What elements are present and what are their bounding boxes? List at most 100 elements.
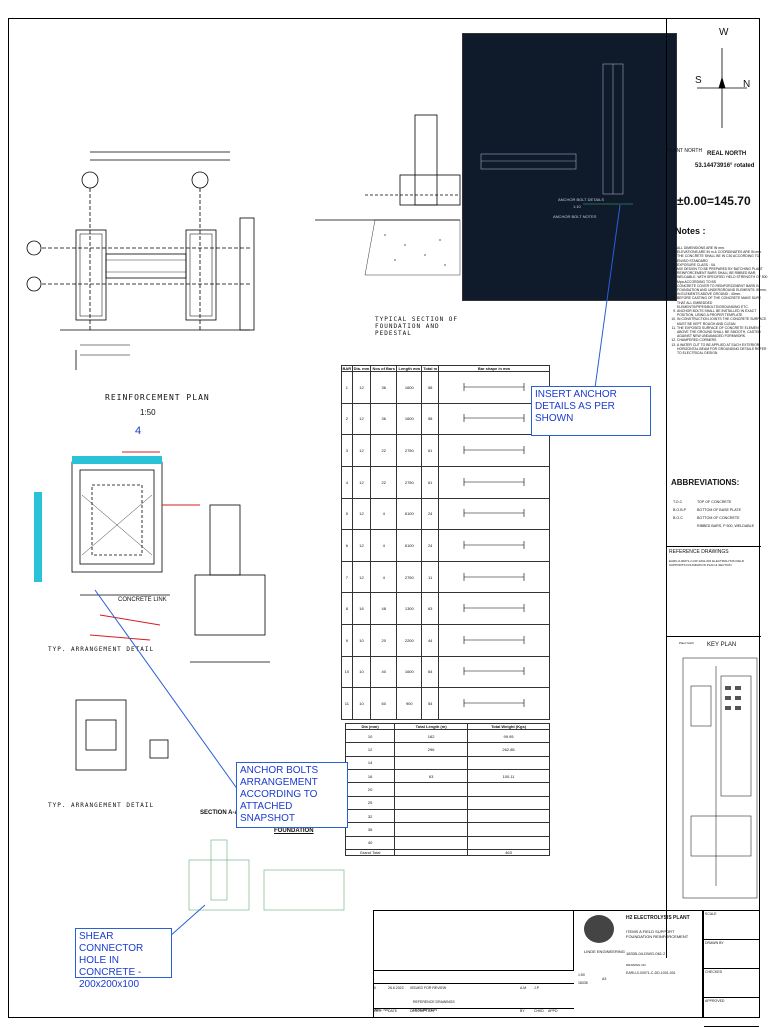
note-item: A WATER CUT TO BE APPLIED AT EACH EXTERI…	[677, 343, 768, 356]
note-item: EXPOSURE CLASS : XA	[677, 263, 768, 267]
abbreviation-value: BOTTOM OF CONCRETE	[697, 516, 740, 520]
bbs-cell: 12	[351, 497, 372, 531]
section-aa-snapshot: SECTION A-A FOUNDATION	[164, 810, 354, 930]
note-item: ELEVATIONS ARE IN m & COORDINATES ARE IN…	[677, 250, 768, 254]
real-north-label: REAL NORTH	[707, 151, 747, 157]
revision-cell: ISSUED FOR REVIEW	[410, 986, 447, 990]
abbreviation-key: B.O.B.P	[673, 508, 686, 512]
abbreviation-key: T.O.C	[673, 500, 683, 504]
typical-section-drawing	[315, 114, 461, 276]
ref-header-dwg: DWG. No.	[373, 1008, 389, 1012]
snapshot-subtitle: 1:10	[573, 204, 581, 209]
notes-panel: W S N PLANT NORTH REAL NORTH 53.14473916…	[666, 18, 767, 958]
note-item: CONCRETE COVER TO REINFORCEMENT BARS IN …	[677, 284, 768, 297]
bbs-cell: 10	[351, 687, 372, 720]
revision-cell	[548, 986, 574, 990]
reinforcement-plan-title: REINFORCEMENT PLAN	[105, 393, 210, 402]
drawing-no-label: DRAWING NO.	[626, 963, 647, 967]
concrete-link-label: CONCRETE LINK	[118, 597, 167, 603]
north-arrow-icon	[697, 48, 747, 128]
revision-cell: REV	[374, 1009, 382, 1013]
compass-w: W	[719, 27, 729, 38]
abbreviation-row: B.O.C BOTTOM OF CONCRETE	[673, 514, 759, 522]
notes-list: ALL DIMENSIONS ARE IN mm.ELEVATIONS ARE …	[667, 246, 768, 355]
revision-cell: 26.6.2023	[388, 986, 404, 990]
revision-cell: CHKD	[534, 1009, 544, 1013]
revision-cell: 0	[374, 986, 376, 990]
small-detail-drawing	[75, 699, 169, 771]
rotation-label: 53.14473916° rotated	[695, 163, 755, 169]
reference-row: DWG. No. DESCRIPTION	[373, 1008, 503, 1018]
drawing-title: ITEMS A FIELD SUPPORT FOUNDATION REINFOR…	[626, 929, 689, 939]
abbreviations-list: T.O.C TOP OF CONCRETE B.O.B.P BOTTOM OF BAS…	[673, 498, 759, 530]
title-block: LINDE ENGINEERING H2 ELECTROLYSIS PLANT …	[373, 910, 703, 1018]
snapshot-notes-heading: ANCHOR BOLT NOTES	[553, 214, 597, 219]
project-name: H2 ELECTROLYSIS PLANT	[626, 915, 690, 921]
summary-row: 40	[344, 835, 550, 851]
revision-cell: DESCRIPTION	[410, 1009, 434, 1013]
key-plan-heading: KEY PLAN	[707, 642, 737, 648]
bar-shape-cell	[438, 687, 550, 720]
abbreviation-value: TOP OF CONCRETE	[697, 500, 732, 504]
bbs-header: Bar shape in mm	[438, 365, 550, 372]
client-doc-number: EARU-0-00071-C-DD-1001-001	[626, 971, 676, 975]
section-aa-label: SECTION A-A	[200, 810, 239, 816]
bbs-cell: 1600	[396, 402, 423, 436]
compass-s: S	[695, 75, 702, 86]
company-name: LINDE ENGINEERING	[584, 949, 625, 954]
bbs-cell: 12	[351, 560, 372, 594]
reference-drawing-entry: EARU-0-00071-C-DP-1001-001 ELECTROLYSIS …	[669, 559, 744, 567]
bar-shape-cell	[438, 497, 550, 531]
bbs-cell: 22	[370, 465, 398, 499]
note-item: BEFORE CASTING OF THE CONCRETE MAKE SURE…	[677, 296, 768, 309]
revision-cell: BY	[520, 1009, 525, 1013]
bar-shape-cell	[438, 465, 550, 499]
bar-bending-schedule: BAR Dia. mm Nos of Bars Length mm Total …	[341, 365, 550, 720]
revision-cell: J.P	[534, 986, 540, 990]
abbreviations-heading: ABBREVIATIONS:	[671, 478, 740, 487]
typ-arrangement-detail-2: TYP. ARRANGEMENT DETAIL	[48, 802, 155, 809]
drawing-number: 18335-04-DWG-061.2	[626, 951, 666, 956]
ref-row-desc: REFERENCE DRAWINGS	[413, 1000, 455, 1004]
summary-cell: 40	[344, 835, 396, 851]
detail-number: 4	[135, 425, 142, 437]
summary-cell	[467, 835, 550, 851]
note-item: ALL DIMENSIONS ARE IN mm.	[677, 246, 768, 250]
abbreviation-value: RIBBED BARS, P 500, WELDABLE	[697, 524, 755, 528]
bar-shape-cell	[438, 434, 550, 467]
note-item: IN CONSTRUCTION JOINTS THE CONCRETE SURF…	[677, 317, 768, 325]
bbs-cell: 2750	[396, 434, 423, 467]
level-label: ±0.00=145.70	[677, 194, 751, 208]
note-item: THE CONCRETE SHALL BE IN C30 ACCORDING T…	[677, 254, 768, 262]
note-item: MIX DESIGN TO BE PREPARED BY BATCHING PL…	[677, 267, 768, 271]
abbreviation-key: B.O.C	[673, 516, 683, 520]
summary-row: 25	[344, 795, 550, 810]
bbs-cell: 20	[370, 624, 398, 657]
title-block-field-label: APPROVED	[704, 998, 759, 1027]
bbs-cell: 900	[396, 687, 423, 720]
anchor-bolt-snapshot: ANCHOR BOLT DETAILS 1:10 ANCHOR BOLT NOT…	[462, 33, 677, 301]
note-item: ANCHOR BOLTS SHALL BE INSTALLED IN EXACT…	[677, 309, 768, 317]
scale-value: 1:50	[578, 973, 585, 977]
bbs-cell: 12	[351, 465, 372, 499]
abbreviation-row: B.O.B.P BOTTOM OF BASE PLATE	[673, 506, 759, 514]
title-block-field-label: DRAWN BY	[704, 940, 759, 969]
note-item: REINFORCEMENT BARS SHALL BE RIBBED BAR, …	[677, 271, 768, 284]
note-item: CHAMFERED CORNERS	[677, 338, 768, 342]
bbs-header: Length mm	[396, 365, 423, 372]
abbreviation-row: RIBBED BARS, P 500, WELDABLE	[673, 522, 759, 530]
bbs-cell: 6100	[396, 497, 423, 531]
reinforcement-plan-drawing	[26, 151, 255, 370]
abbreviation-value: BOTTOM OF BASE PLATE	[697, 508, 741, 512]
typical-section-title: TYPICAL SECTION OF FOUNDATION AND PEDEST…	[375, 316, 459, 337]
bar-shape-cell	[438, 560, 550, 594]
pedestal-detail-drawing	[34, 451, 270, 663]
revision-cell: A.M	[520, 986, 527, 990]
abbreviation-key	[673, 522, 697, 530]
